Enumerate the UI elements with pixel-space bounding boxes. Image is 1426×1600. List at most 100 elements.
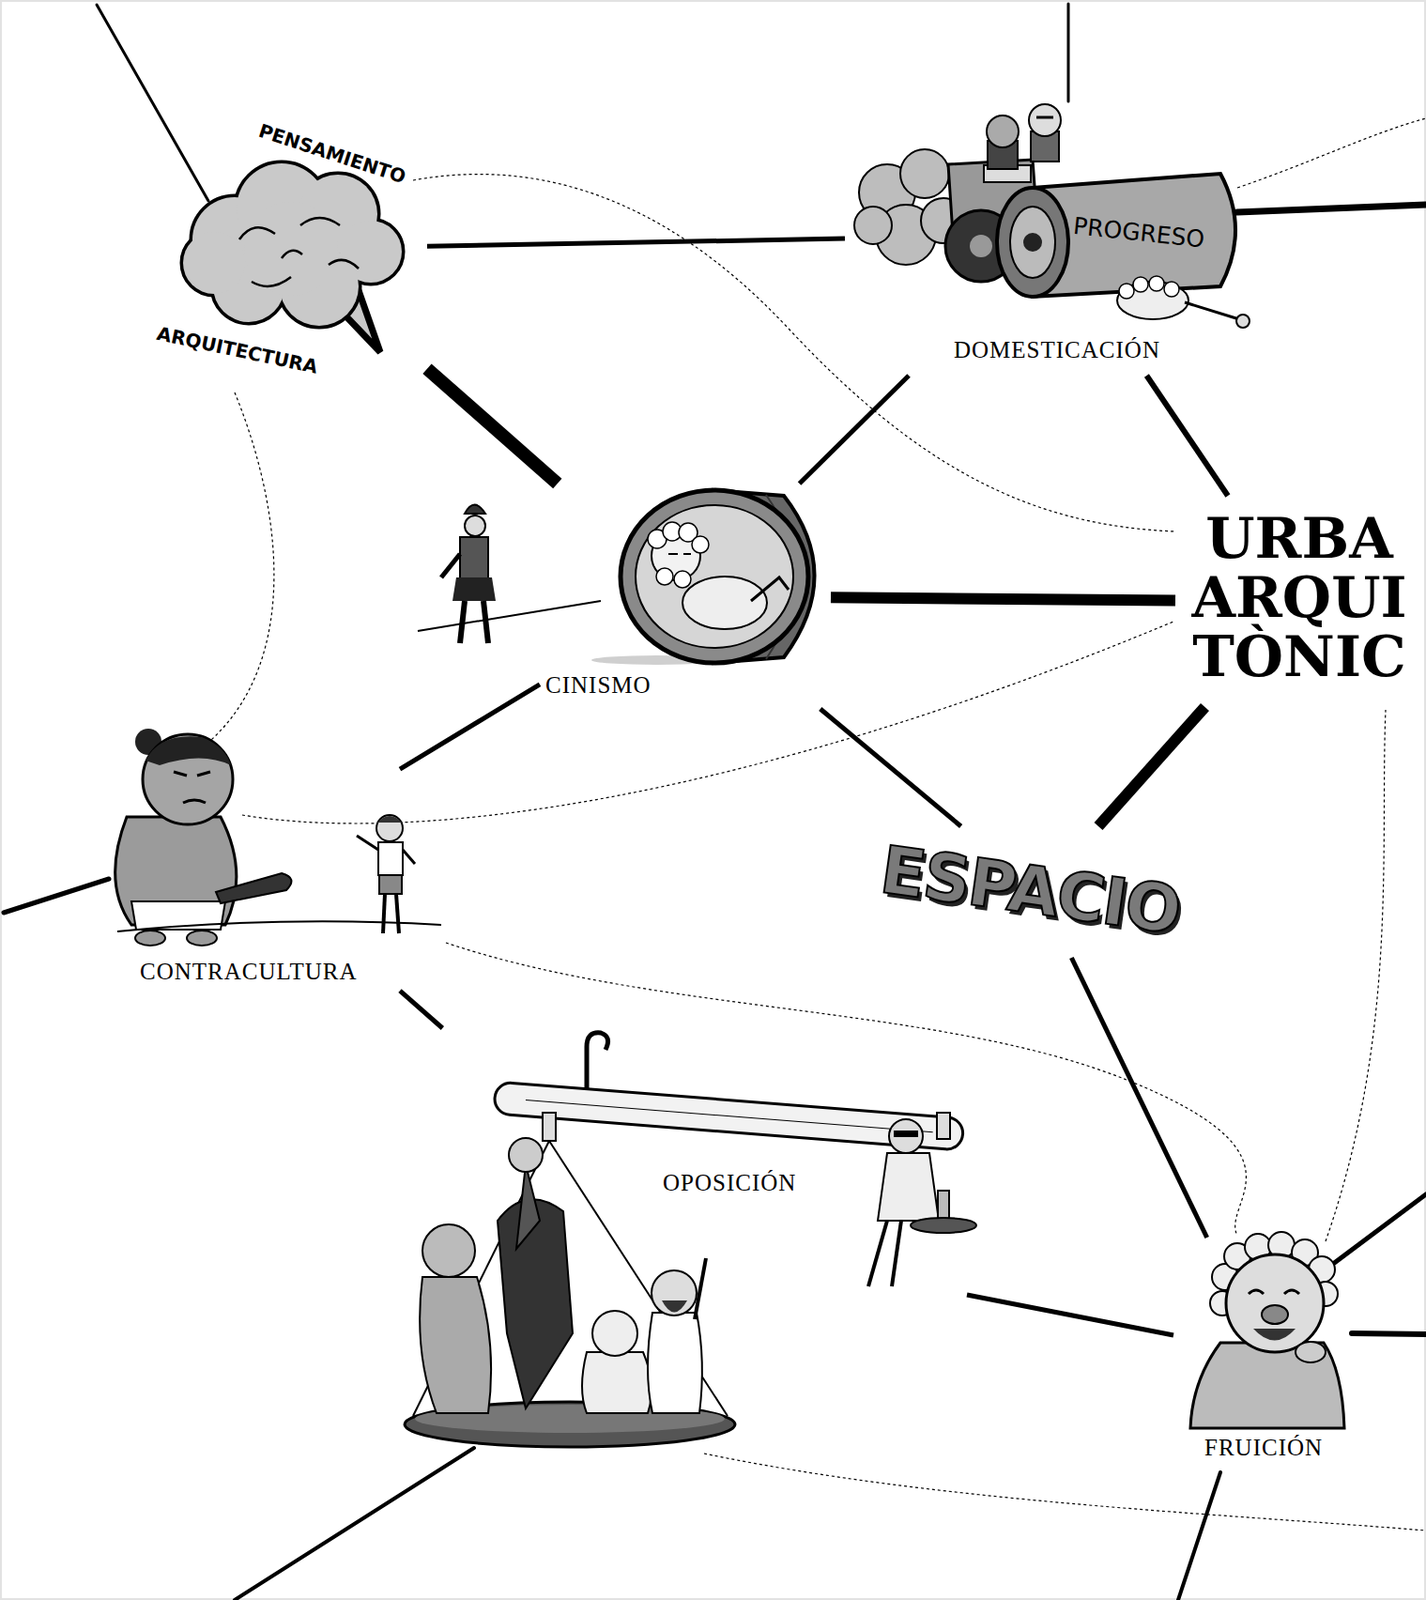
soldier	[441, 553, 460, 578]
thought-cloud	[239, 217, 359, 287]
tractor-roller	[1010, 206, 1056, 278]
soldier	[460, 536, 489, 580]
concept-connector	[966, 1294, 1174, 1335]
balance-scale	[877, 1152, 939, 1221]
barrel	[591, 490, 815, 665]
dotted-line	[704, 1453, 1426, 1531]
balance-scale	[592, 1310, 638, 1356]
concept-node: FRUICIÓN	[1173, 1237, 1352, 1468]
thought-cloud	[183, 231, 246, 294]
barrel	[691, 536, 709, 553]
laughing-figure	[1190, 1231, 1345, 1428]
balance-scale	[525, 1100, 934, 1133]
balance-scale	[497, 1198, 573, 1409]
balance-scale	[868, 1220, 888, 1287]
dotted-line	[1237, 118, 1426, 188]
thought-cloud	[300, 217, 340, 226]
caveman	[115, 728, 442, 946]
caveman	[183, 799, 206, 803]
concept-node: ESPACIO	[858, 826, 1221, 958]
child	[396, 893, 399, 934]
concept-label: ARQUITECTURA	[154, 322, 320, 379]
concept-connector	[399, 684, 540, 769]
outer-line	[1333, 1194, 1426, 1264]
child	[383, 893, 385, 934]
concept-label: FRUICIÓN	[1204, 1433, 1323, 1462]
balance-scale	[936, 1112, 951, 1139]
barrel	[674, 570, 691, 588]
concept-connector	[1098, 706, 1205, 827]
dotted-line	[1325, 709, 1386, 1242]
caveman	[117, 920, 442, 932]
balance-scale	[542, 1112, 556, 1141]
child	[356, 814, 415, 934]
concept-node: CONTRACULTURA	[101, 727, 400, 992]
balance-scale	[937, 1190, 950, 1219]
concept-connector	[820, 708, 962, 827]
child	[378, 842, 403, 875]
soldier	[417, 600, 601, 631]
tractor-roller	[1236, 314, 1250, 328]
child	[402, 849, 415, 864]
tractor-roller	[969, 234, 993, 258]
balance-scale	[508, 1137, 543, 1172]
thought-cloud	[251, 276, 292, 287]
concept-label: OPOSICIÓN	[662, 1168, 797, 1197]
balance-scale	[661, 1300, 688, 1313]
laughing-figure	[1295, 1341, 1326, 1363]
concept-label: PENSAMIENTO	[256, 119, 410, 188]
child	[377, 815, 402, 823]
outer-line	[3, 3, 1426, 1600]
dotted-line	[211, 392, 275, 740]
tractor-roller	[1149, 276, 1165, 292]
laughing-figure	[1190, 1342, 1345, 1428]
concept-node: URBA ARQUI TÒNIC	[1175, 495, 1424, 707]
caveman	[131, 901, 226, 930]
caveman	[186, 930, 217, 946]
barrel	[620, 490, 809, 663]
laughing-figure	[1253, 1328, 1296, 1341]
tractor-roller	[986, 115, 1019, 148]
concept-label: CONTRACULTURA	[139, 957, 358, 986]
soldier	[464, 505, 486, 515]
soldier	[417, 505, 601, 644]
caveman	[145, 736, 231, 766]
concept-connector	[1146, 375, 1228, 496]
caveman	[135, 930, 166, 946]
thought-cloud	[281, 250, 303, 259]
balance-scale	[516, 1164, 540, 1249]
concept-label: DOMESTICACIÓN	[953, 336, 1161, 365]
laughing-figure	[1261, 1304, 1288, 1324]
concept-connector	[1071, 957, 1207, 1238]
concept-connector	[427, 238, 845, 246]
dotted-line	[413, 174, 1176, 532]
child	[379, 874, 402, 894]
outer-line	[1067, 3, 1071, 102]
child	[376, 814, 403, 842]
tractor-roller	[1028, 104, 1061, 137]
concept-node: PENSAMIENTO ARQUITECTURA	[154, 107, 428, 390]
tractor-roller	[1133, 276, 1149, 292]
tractor-roller	[996, 187, 1069, 297]
tractor-roller	[854, 104, 1250, 328]
balance-scale	[422, 1224, 476, 1277]
thought-cloud	[183, 163, 402, 353]
balance-scale	[582, 1351, 652, 1413]
thought-cloud	[183, 231, 246, 294]
balance-scale	[893, 1130, 919, 1137]
caveman	[142, 734, 233, 825]
tractor-roller	[1119, 283, 1135, 299]
outer-line	[1178, 1472, 1221, 1600]
balance-scale	[910, 1217, 977, 1233]
concept-node: CINISMO	[539, 483, 831, 709]
soldier	[483, 600, 489, 644]
tractor-roller	[1184, 302, 1240, 320]
concept-connector	[830, 597, 1176, 600]
outer-line	[96, 4, 209, 201]
laughing-figure	[1226, 1254, 1324, 1352]
tractor-roller	[1036, 116, 1054, 120]
concept-connector	[799, 375, 909, 484]
